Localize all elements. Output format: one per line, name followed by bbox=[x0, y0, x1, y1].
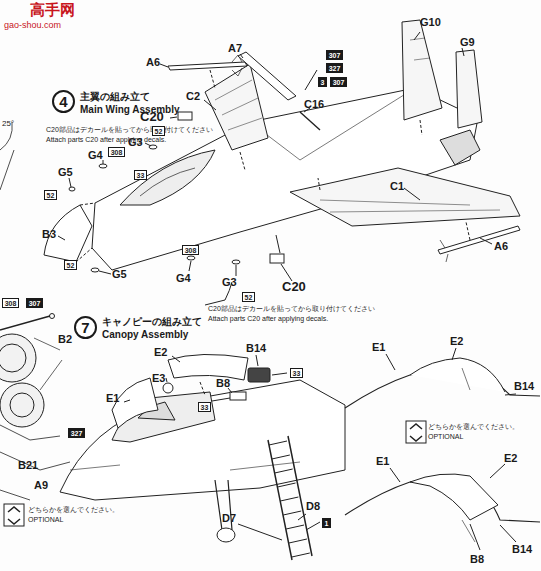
color-code-box: 33 bbox=[198, 402, 211, 412]
part-label: E1 bbox=[372, 341, 385, 353]
color-code-box: 52 bbox=[44, 190, 57, 200]
step-heading: Main Wing Assembly bbox=[80, 104, 180, 115]
color-code: 52 bbox=[67, 262, 75, 269]
part-label: G5 bbox=[112, 268, 127, 280]
angle-label: 25° bbox=[2, 120, 14, 129]
ladder-rung bbox=[286, 525, 304, 529]
part-label: C16 bbox=[304, 98, 324, 110]
ladder-rung bbox=[269, 441, 287, 445]
part-label: G3 bbox=[128, 136, 143, 148]
color-code-box: 307 bbox=[326, 50, 343, 60]
color-code-box: 3 bbox=[318, 77, 327, 87]
part-label: C2 bbox=[186, 90, 200, 102]
part-label: B8 bbox=[216, 377, 230, 389]
color-code: 307 bbox=[333, 79, 345, 86]
note-text: C20部品はデカールを貼ってから取り付けてください bbox=[208, 305, 375, 313]
color-code-box: 33 bbox=[134, 170, 147, 180]
part-label: G5 bbox=[58, 166, 73, 178]
note-text: どちらかを選んでください。 bbox=[28, 506, 119, 514]
part-label: C20 bbox=[140, 110, 164, 124]
part-label: B14 bbox=[246, 342, 266, 354]
part-label: D7 bbox=[222, 512, 236, 524]
step-number: 4 bbox=[59, 94, 67, 109]
color-code: 3 bbox=[321, 79, 325, 86]
color-code-box: 327 bbox=[326, 63, 343, 73]
part-label: A9 bbox=[34, 479, 48, 491]
part-label: A6 bbox=[146, 56, 160, 68]
part-label: E2 bbox=[504, 452, 517, 464]
part-label: B2 bbox=[58, 333, 72, 345]
note-text: C20部品はデカールを貼ってから取り付けてください bbox=[46, 126, 213, 134]
color-code-box: 52 bbox=[64, 260, 77, 270]
color-code: 33 bbox=[293, 370, 301, 377]
color-code: 52 bbox=[47, 192, 55, 199]
color-code-box: 327 bbox=[68, 428, 85, 438]
color-code: 52 bbox=[245, 294, 253, 301]
color-code: 308 bbox=[5, 300, 17, 307]
part-label: B14 bbox=[514, 380, 534, 392]
color-code: 308 bbox=[185, 247, 197, 254]
part-label: G3 bbox=[222, 276, 237, 288]
color-code-box: 308 bbox=[2, 298, 19, 308]
ladder-rung bbox=[292, 553, 310, 557]
part-label: E1 bbox=[106, 392, 119, 404]
ladder-rung bbox=[272, 455, 290, 459]
step-heading: 主翼の組み立て bbox=[80, 91, 150, 102]
color-code: 308 bbox=[111, 149, 123, 156]
note-text: Attach parts C20 after applying decals. bbox=[208, 315, 328, 323]
color-code-box: 33 bbox=[290, 368, 303, 378]
part-label: A7 bbox=[228, 42, 242, 54]
color-code: 327 bbox=[71, 430, 83, 437]
part-label: B14 bbox=[512, 543, 532, 555]
part-label: C1 bbox=[390, 180, 404, 192]
step-number: 7 bbox=[81, 320, 89, 335]
color-code-box: 1 bbox=[322, 518, 331, 528]
part-label: E3 bbox=[152, 372, 165, 384]
note-text: Attach parts C20 after applying decals. bbox=[46, 136, 166, 144]
part-label: E2 bbox=[450, 335, 463, 347]
color-code-box: 308 bbox=[108, 147, 125, 157]
note-text: どちらかを選んでください。 bbox=[428, 423, 519, 431]
color-code: 33 bbox=[201, 404, 209, 411]
part-label: D8 bbox=[306, 500, 320, 512]
ladder-rung bbox=[283, 511, 301, 515]
step-heading: キャノピーの組み立て bbox=[102, 316, 202, 327]
note-text: OPTIONAL bbox=[28, 516, 63, 524]
part-label: B21 bbox=[18, 459, 38, 471]
part-label: G10 bbox=[420, 16, 441, 28]
part-label: G4 bbox=[176, 272, 191, 284]
color-code: 52 bbox=[155, 128, 163, 135]
color-code: 33 bbox=[137, 172, 145, 179]
part-label: B3 bbox=[42, 228, 56, 240]
color-code: 307 bbox=[329, 52, 341, 59]
part-label: C20 bbox=[282, 280, 306, 294]
color-code: 307 bbox=[29, 300, 41, 307]
ladder-rung bbox=[289, 539, 307, 543]
step-circle: 7 bbox=[74, 316, 97, 339]
part-label: G9 bbox=[460, 36, 475, 48]
color-code-box: 307 bbox=[330, 77, 347, 87]
color-code: 1 bbox=[325, 520, 329, 527]
part-label: E2 bbox=[154, 346, 167, 358]
ladder-rung bbox=[275, 469, 293, 473]
part-label: G4 bbox=[88, 149, 103, 161]
color-code-box: 52 bbox=[152, 126, 165, 136]
part-label: E1 bbox=[376, 455, 389, 467]
note-text: OPTIONAL bbox=[428, 433, 463, 441]
color-code: 327 bbox=[329, 65, 341, 72]
step-heading: Canopy Assembly bbox=[102, 329, 188, 340]
watermark: 高手网 bbox=[30, 2, 75, 19]
step-circle: 4 bbox=[52, 90, 75, 113]
part-label: B8 bbox=[470, 553, 484, 565]
part-label: A6 bbox=[494, 240, 508, 252]
watermark: gao-shou.com bbox=[4, 21, 61, 31]
color-code-box: 307 bbox=[26, 298, 43, 308]
ladder-rung bbox=[280, 497, 298, 501]
color-code-box: 308 bbox=[182, 245, 199, 255]
ladder-rung bbox=[278, 483, 296, 487]
color-code-box: 52 bbox=[242, 292, 255, 302]
